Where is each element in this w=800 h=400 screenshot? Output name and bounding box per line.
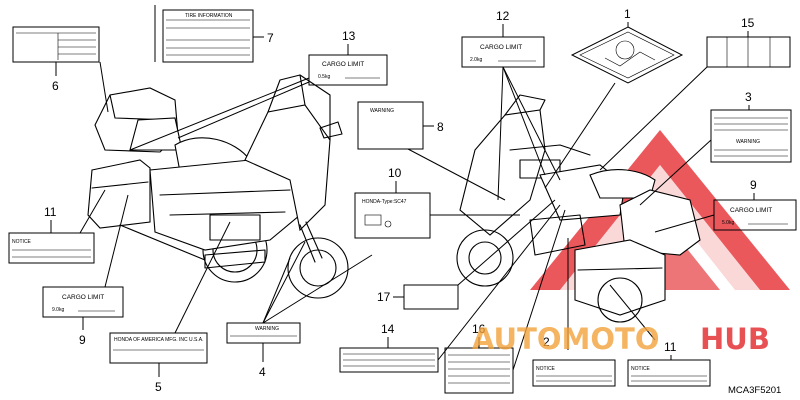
- label-15-box: [706, 36, 791, 68]
- callout-14: 14: [381, 322, 395, 336]
- callout-10: 10: [388, 166, 402, 180]
- label-3-warning: WARNING: [710, 109, 792, 163]
- callout-9-left: 9: [79, 333, 86, 347]
- callout-13: 13: [342, 29, 356, 43]
- watermark-brand-part1: AUTOMOTO: [472, 322, 659, 356]
- label-11-left-notice: NOTICE: [8, 232, 95, 264]
- cargo-limit-9-right-value: 5.0kg: [722, 220, 734, 226]
- notice-2-text: NOTICE: [536, 366, 556, 372]
- label-16-box: [444, 347, 514, 394]
- warning-4-text: WARNING: [255, 326, 279, 332]
- callout-12: 12: [496, 9, 510, 23]
- callout-5: 5: [155, 380, 162, 394]
- callout-3: 3: [745, 90, 752, 104]
- label-8-warning: WARNING: [357, 101, 424, 150]
- cargo-limit-9-left-title: CARGO LIMIT: [62, 294, 104, 301]
- right-motorcycle-illustration: [456, 94, 701, 323]
- label-6-box: [12, 26, 100, 63]
- label-4-warning: WARNING: [226, 322, 301, 344]
- diagram-code: MCA3F5201: [728, 385, 781, 396]
- label-7-tire-information: TIRE INFORMATION: [154, 5, 254, 63]
- callout-15: 15: [741, 16, 755, 30]
- notice-11-right-text: NOTICE: [631, 366, 651, 372]
- callout-8: 8: [437, 120, 444, 134]
- label-9-left-cargo-limit: CARGO LIMIT 9.0kg: [42, 286, 124, 318]
- warning-3-text: WARNING: [736, 139, 760, 145]
- leader-lines: [79, 61, 715, 371]
- cargo-limit-12-value: 2.0kg: [470, 57, 482, 63]
- callout-9-right: 9: [750, 178, 757, 192]
- watermark-text: AUTOMOTO HUB: [472, 322, 770, 356]
- notice-11-left-text: NOTICE: [12, 239, 32, 245]
- watermark-brand-part2: HUB: [700, 322, 770, 356]
- label-2-notice: NOTICE: [532, 359, 616, 387]
- label-12-cargo-limit: CARGO LIMIT 2.0kg: [461, 36, 545, 68]
- label-17-box: [403, 284, 459, 310]
- label-11-right-notice: NOTICE: [627, 359, 711, 387]
- tire-information-text: TIRE INFORMATION: [185, 13, 233, 19]
- callout-4: 4: [259, 365, 266, 379]
- cargo-limit-12-title: CARGO LIMIT: [480, 44, 522, 51]
- callout-16: 16: [472, 322, 486, 336]
- label-5-honda-america: HONDA OF AMERICA MFG. INC U.S.A.: [109, 332, 208, 364]
- warning-8-text: WARNING: [370, 108, 394, 114]
- callout-11-right: 11: [664, 340, 677, 354]
- callout-6: 6: [52, 79, 59, 93]
- label-1-diamond: [570, 26, 684, 84]
- honda-type-text: HONDA-Type:SC47: [362, 199, 407, 205]
- cargo-limit-13-value: 0.5kg: [318, 74, 330, 80]
- callout-7: 7: [267, 31, 274, 45]
- callout-2: 2: [543, 335, 550, 349]
- left-motorcycle-illustration: [87, 74, 349, 299]
- label-14-box: [339, 347, 439, 373]
- label-10-honda-type: HONDA-Type:SC47: [354, 192, 431, 239]
- callout-11-left: 11: [44, 205, 57, 219]
- cargo-limit-13-title: CARGO LIMIT: [322, 61, 364, 68]
- callout-17: 17: [377, 290, 391, 304]
- callout-1: 1: [624, 7, 631, 21]
- cargo-limit-9-right-title: CARGO LIMIT: [730, 207, 772, 214]
- label-13-cargo-limit: CARGO LIMIT 0.5kg: [308, 54, 388, 86]
- honda-america-text: HONDA OF AMERICA MFG. INC U.S.A.: [114, 337, 203, 343]
- cargo-limit-9-left-value: 9.0kg: [52, 307, 64, 313]
